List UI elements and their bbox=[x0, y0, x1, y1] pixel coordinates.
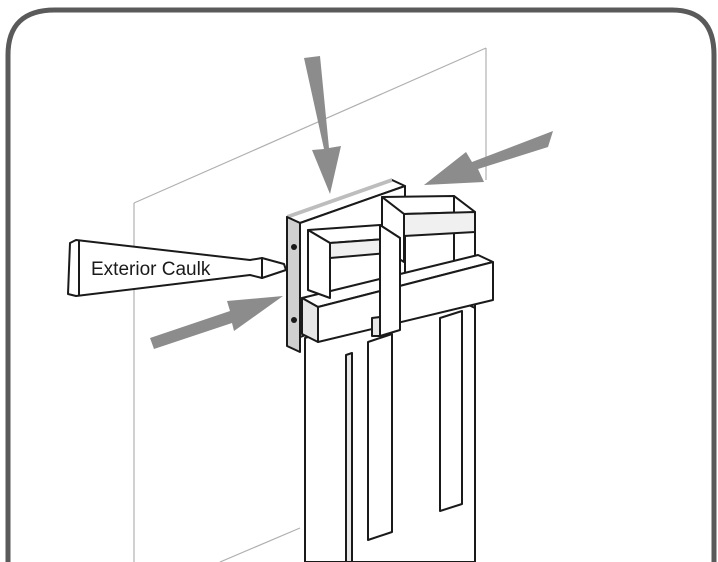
screw-top bbox=[291, 244, 297, 250]
arrow-left-icon bbox=[424, 131, 553, 185]
caulk-label: Exterior Caulk bbox=[91, 259, 211, 280]
slat-right bbox=[439, 310, 463, 512]
caulk-tube-icon bbox=[67, 239, 287, 297]
caulk-strip bbox=[287, 178, 392, 219]
arrow-right-icon bbox=[150, 296, 283, 349]
slat-left bbox=[367, 333, 393, 541]
post bbox=[304, 281, 476, 562]
diagram-frame bbox=[5, 7, 717, 562]
bracket-front bbox=[307, 224, 401, 337]
arrow-down-icon bbox=[304, 56, 341, 194]
screw-bottom bbox=[291, 317, 297, 323]
plate-screws bbox=[291, 244, 297, 323]
